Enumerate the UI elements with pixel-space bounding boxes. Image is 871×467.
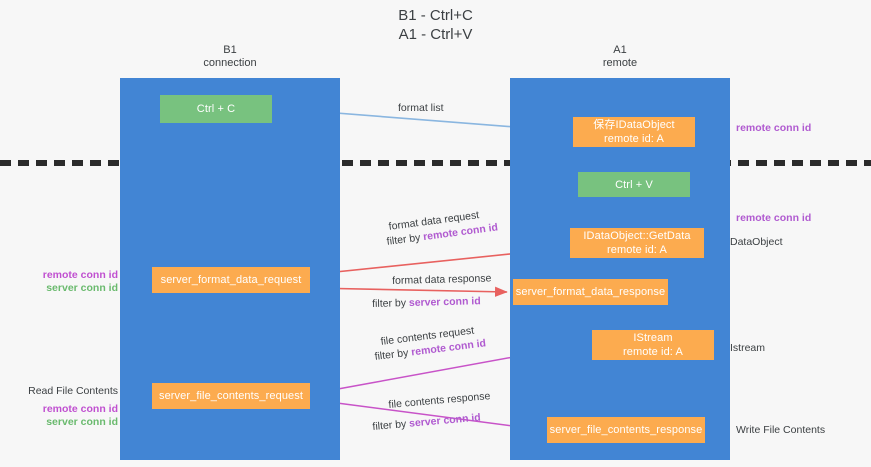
- annotation-dataobject: DataObject: [730, 236, 783, 248]
- node-istream[interactable]: IStream remote id: A: [592, 330, 714, 360]
- node-idataobject-getdata[interactable]: IDataObject::GetData remote id: A: [570, 228, 704, 258]
- annotation-remote-conn-id-top: remote conn id: [736, 122, 812, 134]
- column-header-a1: A1 remote: [602, 44, 638, 69]
- annotation-remote-conn-id-mid: remote conn id: [736, 212, 812, 224]
- annotation-istream: Istream: [730, 342, 766, 354]
- server-conn-id-1: server conn id: [408, 295, 481, 310]
- arrow-file-contents-response: [313, 399, 544, 434]
- annotation-remote-conn-id-left: remote conn id: [42, 269, 118, 281]
- annotation-server-conn-id-left: server conn id: [46, 282, 118, 294]
- annotation-conn-id-pair-top: remote conn id server conn id: [10, 269, 118, 295]
- annotation-server-conn-id-left2: server conn id: [46, 416, 118, 428]
- node-server-file-contents-response[interactable]: server_file_contents_response: [547, 417, 705, 443]
- node-ctrl-v[interactable]: Ctrl + V: [578, 172, 690, 197]
- node-server-format-data-request[interactable]: server_format_data_request: [152, 267, 310, 293]
- node-server-file-contents-request[interactable]: server_file_contents_request: [152, 383, 310, 409]
- annotation-read-file-contents: Read File Contents: [28, 385, 118, 397]
- node-server-format-data-response[interactable]: server_format_data_response: [513, 279, 668, 305]
- node-ctrl-c[interactable]: Ctrl + C: [160, 95, 272, 123]
- annotation-write-file-contents: Write File Contents: [736, 424, 826, 436]
- column-header-b1: B1 connection: [203, 44, 257, 69]
- filter-by-text-2: filter by: [372, 297, 410, 310]
- edge-label-format-list: format list: [398, 102, 444, 114]
- annotation-remote-conn-id-left2: remote conn id: [42, 403, 118, 415]
- annotation-conn-id-pair-bottom: remote conn id server conn id: [10, 403, 118, 429]
- node-save-idataobject[interactable]: 保存IDataObject remote id: A: [573, 117, 695, 147]
- page-title: B1 - Ctrl+C A1 - Ctrl+V: [398, 7, 473, 43]
- arrow-format-data-response: [311, 286, 508, 297]
